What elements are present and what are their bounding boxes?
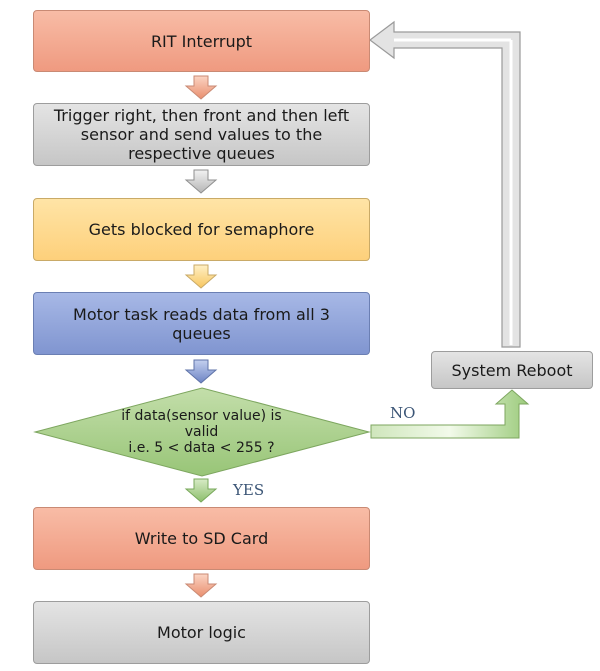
motor-task-node: Motor task reads data from all 3 queues xyxy=(33,292,370,355)
decision-label: if data(sensor value) is valid i.e. 5 < … xyxy=(121,408,282,456)
loopback-arrow xyxy=(369,20,521,348)
system-reboot-node: System Reboot xyxy=(431,351,593,389)
decision-diamond xyxy=(33,387,371,477)
arrow-semaphore-to-motor xyxy=(184,264,218,289)
yes-label: YES xyxy=(233,481,265,499)
arrow-rit-to-trigger xyxy=(184,75,218,100)
no-label: NO xyxy=(390,404,416,422)
rit-interrupt-node: RIT Interrupt xyxy=(33,10,370,72)
arrow-motor-to-decision xyxy=(184,359,218,384)
motor-logic-node: Motor logic xyxy=(33,601,370,664)
semaphore-node: Gets blocked for semaphore xyxy=(33,198,370,261)
arrow-decision-to-write xyxy=(184,478,218,503)
arrow-write-to-logic xyxy=(184,573,218,598)
arrow-trigger-to-semaphore xyxy=(184,169,218,194)
trigger-sensors-node: Trigger right, then front and then left … xyxy=(33,103,370,166)
write-sd-node: Write to SD Card xyxy=(33,507,370,570)
no-arrow xyxy=(370,389,530,439)
